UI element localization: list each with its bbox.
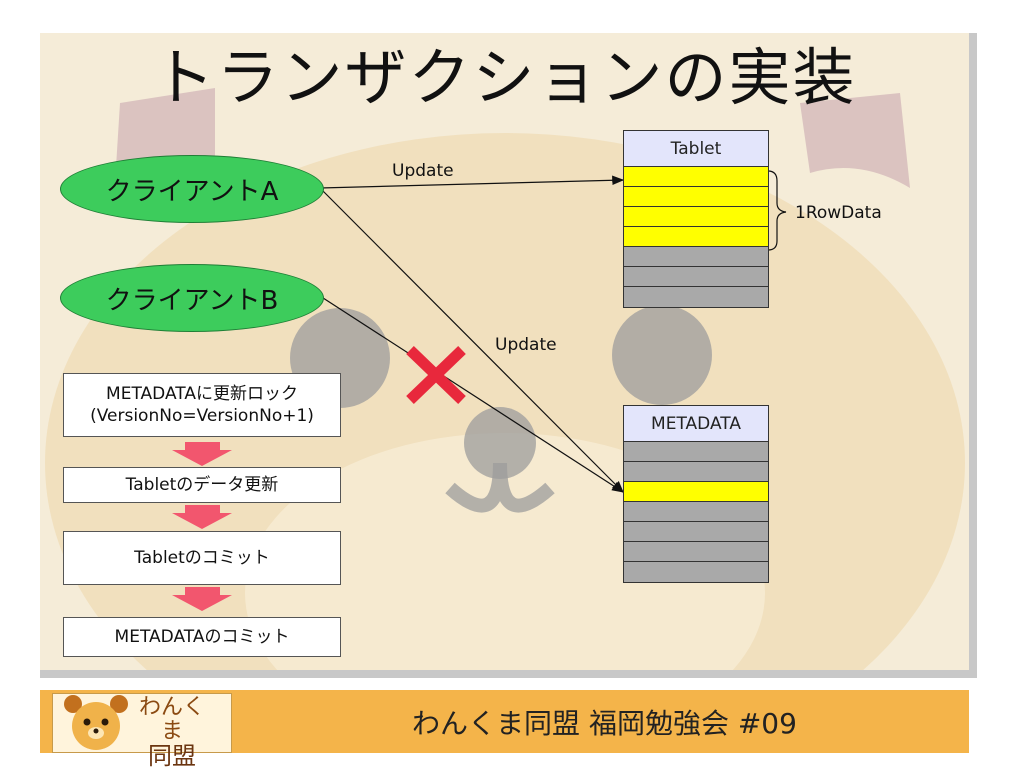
update-arrow-a-metadata bbox=[319, 187, 624, 493]
logo-text-line1: わんくま bbox=[138, 695, 205, 744]
logo-text: わんくま 同盟 bbox=[132, 695, 212, 770]
table-row bbox=[624, 267, 768, 287]
down-arrow-icon bbox=[172, 587, 232, 611]
table-row bbox=[624, 502, 768, 522]
step-lock-metadata: METADATAに更新ロック (VersionNo=VersionNo+1) bbox=[63, 373, 341, 437]
step-commit-metadata: METADATAのコミット bbox=[63, 617, 341, 657]
blocked-cross-icon bbox=[406, 346, 466, 404]
client-a-node: クライアントA bbox=[60, 155, 324, 223]
step-text: METADATAに更新ロック bbox=[106, 384, 298, 404]
table-row bbox=[624, 207, 768, 227]
step-update-tablet: Tabletのデータ更新 bbox=[63, 467, 341, 503]
row-brace bbox=[767, 170, 787, 251]
wankuma-logo bbox=[52, 693, 232, 753]
update-line-b-metadata bbox=[319, 295, 625, 493]
slide-title: トランザクションの実装 bbox=[152, 41, 857, 114]
table-row bbox=[624, 522, 768, 542]
update-label-a: Update bbox=[392, 161, 454, 181]
bear-face-icon bbox=[64, 695, 128, 750]
step-text: Tabletのコミット bbox=[134, 548, 270, 568]
table-row bbox=[624, 562, 768, 582]
update-label-b: Update bbox=[495, 335, 557, 355]
step-commit-tablet: Tabletのコミット bbox=[63, 531, 341, 585]
row-data-label: 1RowData bbox=[795, 203, 882, 223]
table-row bbox=[624, 187, 768, 207]
metadata-table: METADATA bbox=[623, 405, 769, 583]
logo-text-line2: 同盟 bbox=[148, 742, 196, 770]
footer-text: わんくま同盟 福岡勉強会 #09 bbox=[412, 706, 797, 740]
update-arrow-a-tablet bbox=[319, 175, 625, 189]
step-text: METADATAのコミット bbox=[114, 627, 290, 647]
step-text: (VersionNo=VersionNo+1) bbox=[90, 406, 314, 426]
tablet-header: Tablet bbox=[624, 131, 768, 167]
tablet-table: Tablet bbox=[623, 130, 769, 308]
metadata-header: METADATA bbox=[624, 406, 768, 442]
table-row bbox=[624, 247, 768, 267]
table-row bbox=[624, 227, 768, 247]
table-row bbox=[624, 287, 768, 307]
table-row bbox=[624, 167, 768, 187]
table-row bbox=[624, 542, 768, 562]
table-row bbox=[624, 462, 768, 482]
table-row bbox=[624, 482, 768, 502]
table-row bbox=[624, 442, 768, 462]
client-b-node: クライアントB bbox=[60, 264, 324, 332]
down-arrow-icon bbox=[172, 442, 232, 466]
down-arrow-icon bbox=[172, 505, 232, 529]
step-text: Tabletのデータ更新 bbox=[125, 475, 279, 495]
